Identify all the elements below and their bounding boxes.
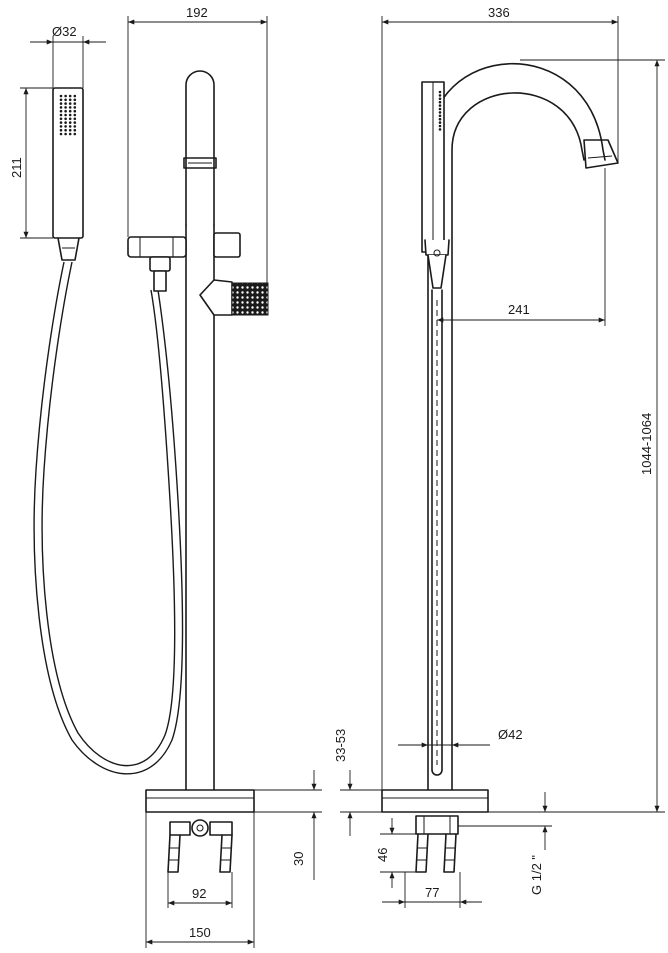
nozzle-dot <box>68 109 72 113</box>
shower-hose <box>33 261 184 775</box>
nozzle-dot <box>64 113 67 117</box>
dim-fixing-spacing: 92 <box>192 886 206 901</box>
dim-base-offset: 33-53 <box>333 729 348 762</box>
dim-connector-height: 46 <box>375 848 390 862</box>
dim-hand-shower-length: 211 <box>9 157 24 178</box>
nozzle-dot <box>438 100 442 104</box>
nozzle-dot <box>438 90 442 94</box>
nozzle-dot <box>64 125 67 128</box>
dim-connector-spacing: 77 <box>425 885 439 900</box>
shower-holder <box>127 236 187 292</box>
dim-spout-reach: 241 <box>508 302 530 317</box>
dim-thread: G 1/2 " <box>529 855 544 895</box>
front-view: Ø32 211 192 30 92 <box>9 5 322 948</box>
nozzle-dot <box>73 128 77 132</box>
nozzle-dot <box>68 132 72 136</box>
nozzle-dot <box>73 132 77 136</box>
dim-base-diameter: 150 <box>189 925 211 940</box>
nozzle-dot <box>73 102 77 105</box>
dim-front-width: 192 <box>186 5 208 20</box>
nozzle-dot <box>73 125 77 128</box>
nozzle-dot <box>59 94 63 98</box>
nozzle-dot <box>68 121 72 124</box>
side-column <box>427 62 619 791</box>
nozzle-dot <box>438 117 442 121</box>
side-view: 336 241 1044-1064 Ø42 33-53 <box>333 5 665 908</box>
nozzle-dot <box>59 109 63 113</box>
nozzle-dot <box>438 97 442 101</box>
side-fixings <box>415 815 459 873</box>
nozzle-dot <box>73 117 77 121</box>
front-fixings <box>167 819 233 873</box>
nozzle-dot <box>59 113 63 117</box>
nozzle-dot <box>68 94 72 98</box>
nozzle-dot <box>64 128 67 132</box>
nozzle-dot <box>59 132 63 136</box>
nozzle-dot <box>438 114 442 118</box>
nozzle-dot <box>438 94 442 97</box>
nozzle-dot <box>64 117 67 121</box>
nozzle-dot <box>73 106 77 109</box>
nozzle-dot <box>73 113 77 117</box>
nozzle-dot <box>64 109 67 113</box>
nozzle-dot <box>438 104 442 107</box>
nozzle-dot <box>64 94 67 98</box>
front-dimensions: Ø32 211 192 30 92 <box>9 5 322 948</box>
nozzle-dot <box>64 132 67 136</box>
diverter-knob <box>213 232 241 258</box>
nozzle-dot <box>59 98 63 102</box>
nozzle-dot <box>68 98 72 102</box>
dim-side-width: 336 <box>488 5 510 20</box>
nozzle-dot <box>68 102 72 105</box>
side-slot <box>431 289 443 776</box>
nozzle-dot <box>68 113 72 117</box>
nozzle-dot <box>73 109 77 113</box>
nozzle-dot <box>64 121 67 124</box>
nozzle-dot <box>438 107 442 111</box>
nozzle-dot <box>59 128 63 132</box>
nozzle-dot <box>64 98 67 102</box>
dim-hand-shower-diameter: Ø32 <box>52 24 77 39</box>
nozzle-dot <box>64 102 67 105</box>
nozzle-dot <box>59 117 63 121</box>
dim-pipe-diameter: Ø42 <box>498 727 523 742</box>
dim-total-height: 1044-1064 <box>639 413 654 475</box>
nozzle-dot <box>59 106 63 109</box>
front-base <box>145 789 255 813</box>
dim-base-height-front: 30 <box>291 852 306 866</box>
mixer-handle <box>199 279 269 316</box>
shower-nozzles <box>59 94 77 136</box>
side-dimensions: 336 241 1044-1064 Ø42 33-53 <box>333 5 665 908</box>
nozzle-dot <box>438 121 442 124</box>
nozzle-dot <box>73 94 77 98</box>
nozzle-dot <box>68 125 72 128</box>
hand-shower <box>52 87 84 261</box>
nozzle-dot <box>59 102 63 105</box>
side-base <box>381 789 489 813</box>
nozzle-dot <box>64 106 67 109</box>
side-hand-shower <box>421 81 450 289</box>
nozzle-dot <box>68 106 72 109</box>
nozzle-dot <box>438 111 442 114</box>
nozzle-dot <box>438 124 442 128</box>
nozzle-dot <box>68 128 72 132</box>
nozzle-dot <box>438 128 442 131</box>
nozzle-dot <box>73 121 77 124</box>
front-column <box>183 70 217 791</box>
nozzle-dot <box>59 125 63 128</box>
nozzle-dot <box>73 98 77 102</box>
nozzle-dot <box>68 117 72 121</box>
nozzle-dot <box>59 121 63 124</box>
